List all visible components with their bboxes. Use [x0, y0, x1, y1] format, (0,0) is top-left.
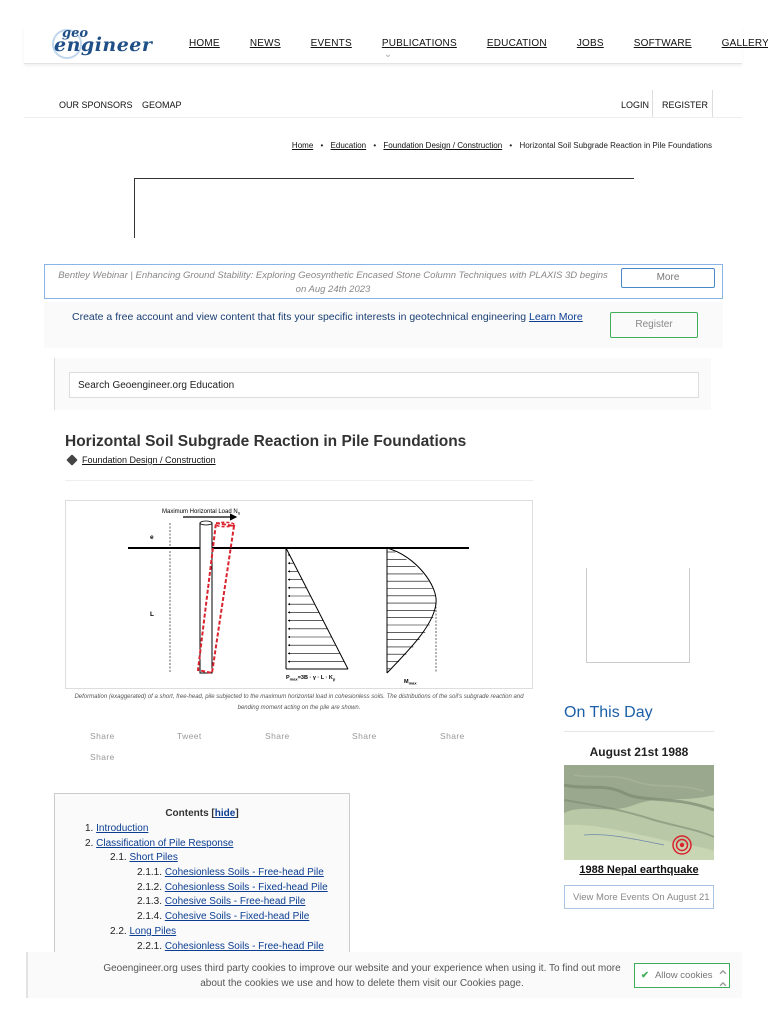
breadcrumb-home[interactable]: Home [291, 141, 314, 150]
nav-software[interactable]: SOFTWARE [633, 38, 692, 49]
divider [652, 90, 653, 117]
divider [712, 90, 713, 117]
bullet-icon: • [373, 141, 377, 150]
breadcrumb-current: Horizontal Soil Subgrade Reaction in Pil… [519, 141, 712, 150]
e-label: e [150, 534, 154, 541]
nav-news[interactable]: NEWS [249, 38, 281, 49]
share-reddit-button[interactable]: Share [440, 731, 465, 741]
toc-item[interactable]: 2.1.2. Cohesionless Soils - Fixed-head P… [137, 882, 328, 893]
nav-gallery[interactable]: GALLERY [721, 38, 768, 49]
on-this-day-date: August 21st 1988 [589, 745, 689, 759]
cookie-text: Geoengineer.org uses third party cookies… [103, 963, 621, 989]
toc-item[interactable]: 1. Introduction [85, 823, 149, 834]
scroll-to-top-icon[interactable]: ⌃⌃ [716, 969, 730, 998]
register-button[interactable]: Register [610, 312, 698, 338]
signup-banner: Create a free account and view content t… [44, 302, 723, 348]
tweet-button[interactable]: Tweet [177, 731, 202, 741]
view-more-events-button[interactable]: View More Events On August 21 [564, 885, 714, 909]
sidebar-ad-frame[interactable] [586, 548, 690, 663]
toc-item[interactable]: 2.1.3. Cohesive Soils - Free-head Pile [137, 896, 306, 907]
allow-cookies-label: Allow cookies [654, 970, 713, 981]
toc-item[interactable]: 2.1. Short Piles [110, 852, 178, 863]
epicenter-icon [672, 835, 692, 855]
moment-diagram: Mmax [386, 547, 437, 686]
allow-cookies-button[interactable]: ✔ Allow cookies [634, 963, 730, 988]
toc-item[interactable]: 2.1.1. Cohesionless Soils - Free-head Pi… [137, 867, 324, 878]
nav-geomap[interactable]: GEOMAP [142, 100, 182, 110]
toc-item[interactable]: 2.1.4. Cohesive Soils - Fixed-head Pile [137, 911, 310, 922]
globe-icon [52, 29, 82, 59]
sidebar-ad-gap [586, 548, 690, 568]
check-icon: ✔ [641, 970, 649, 981]
toc-item[interactable]: 2. Classification of Pile Response [85, 838, 234, 849]
load-label: Maximum Horizontal Load Nu [162, 509, 241, 516]
category-tag: Foundation Design / Construction [66, 454, 216, 466]
share-email-button[interactable]: Share [352, 731, 377, 741]
nav-education[interactable]: EDUCATION [486, 38, 547, 49]
breadcrumb-category[interactable]: Foundation Design / Construction [383, 141, 503, 150]
nav-home[interactable]: HOME [189, 38, 220, 49]
secondary-navigation: OUR SPONSORS GEOMAP LOGIN REGISTER [24, 90, 742, 118]
article-figure: Maximum Horizontal Load Nu e L Pmax=3B ·… [65, 500, 533, 689]
breadcrumb-education[interactable]: Education [330, 141, 367, 150]
on-this-day-title: On This Day [564, 704, 653, 721]
logo-engineer-text: engineer [54, 34, 153, 56]
category-link[interactable]: Foundation Design / Construction [82, 455, 216, 465]
l-label: L [150, 611, 154, 618]
toc-title: Contents [hide] [165, 808, 239, 819]
map-image [564, 765, 714, 860]
cookie-banner: Geoengineer.org uses third party cookies… [28, 952, 742, 998]
webinar-text[interactable]: Bentley Webinar | Enhancing Ground Stabi… [58, 270, 608, 295]
search-panel: Search Geoengineer.org Education [55, 358, 711, 410]
bullet-icon: • [320, 141, 324, 150]
signup-text: Create a free account and view content t… [72, 310, 592, 325]
tag-icon [66, 454, 78, 466]
figure-caption: Deformation (exaggerated) of a short, fr… [74, 694, 524, 711]
toc-heading: Contents [165, 808, 209, 819]
nav-publications[interactable]: PUBLICATIONS [382, 38, 457, 60]
nav-jobs[interactable]: JOBS [576, 38, 604, 49]
toc-item[interactable]: 2.2.1. Cohesionless Soils - Free-head Pi… [137, 941, 324, 952]
learn-more-link[interactable]: Learn More [529, 311, 583, 323]
pmax-label: Pmax=3B · γ · L · Kp [286, 675, 336, 682]
signup-message: Create a free account and view content t… [72, 311, 527, 323]
pile-deformed [196, 521, 236, 675]
nav-events[interactable]: EVENTS [310, 38, 352, 49]
event-link[interactable]: 1988 Nepal earthquake [579, 864, 699, 876]
logo-geo-text: geo [62, 26, 89, 41]
table-of-contents: Contents [hide] 1. Introduction 2. Class… [54, 793, 350, 953]
earthquake-map[interactable] [564, 765, 714, 860]
toc-hide-link[interactable]: hide [214, 808, 236, 819]
reaction-diagram: Pmax=3B · γ · L · Kp [285, 547, 349, 682]
bullet-icon: • [509, 141, 513, 150]
share-more-button[interactable]: Share [90, 752, 115, 762]
top-navigation: geo engineer HOME NEWS EVENTS PUBLICATIO… [24, 26, 768, 64]
main-menu: HOME NEWS EVENTS PUBLICATIONS EDUCATION … [189, 38, 768, 60]
divider [564, 731, 714, 732]
page-title: Horizontal Soil Subgrade Reaction in Pil… [65, 433, 467, 450]
ad-banner[interactable] [134, 178, 634, 238]
share-linkedin-button[interactable]: Share [265, 731, 290, 741]
login-link[interactable]: LOGIN [621, 100, 650, 110]
register-link[interactable]: REGISTER [662, 100, 709, 110]
mmax-label: Mmax [404, 679, 417, 686]
breadcrumb: Home • Education • Foundation Design / C… [292, 141, 712, 150]
pile-diagram: Maximum Horizontal Load Nu e L Pmax=3B ·… [128, 509, 469, 686]
share-facebook-button[interactable]: Share [90, 731, 115, 741]
nav-our-sponsors[interactable]: OUR SPONSORS [59, 100, 133, 110]
webinar-more-button[interactable]: More [621, 268, 715, 288]
search-input[interactable]: Search Geoengineer.org Education [69, 372, 699, 398]
webinar-banner: Bentley Webinar | Enhancing Ground Stabi… [44, 264, 723, 299]
divider [65, 480, 533, 481]
toc-item[interactable]: 2.2. Long Piles [110, 926, 177, 937]
